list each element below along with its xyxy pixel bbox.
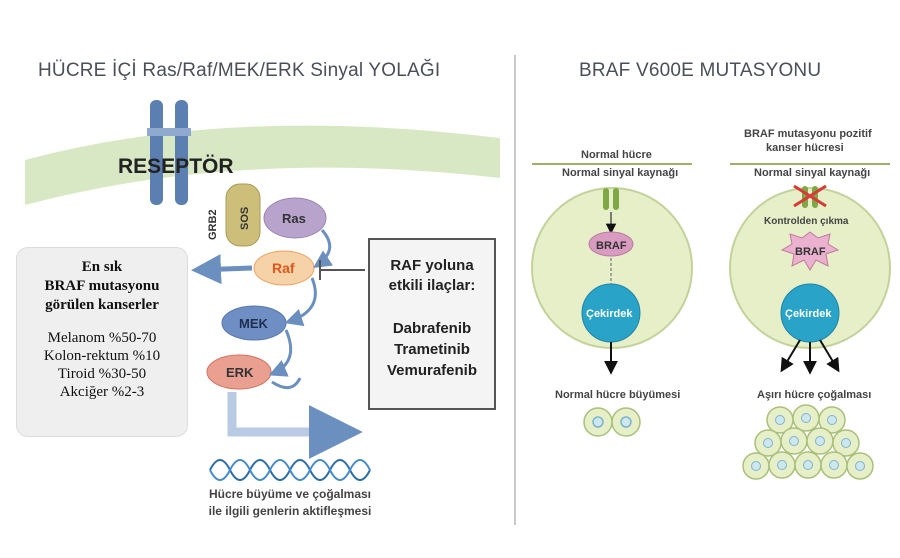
mek-label: MEK: [239, 316, 269, 331]
drug-name: Dabrafenib: [392, 320, 472, 337]
cancer-box-heading-line: BRAF mutasyonu: [44, 278, 160, 294]
cancer-item: Kolon-rektum %10: [43, 348, 161, 364]
ras-label: Ras: [282, 211, 306, 226]
normal-cell-header: Normal hücre: [581, 149, 652, 161]
mek-to-erk-arrow: [268, 329, 293, 377]
mutant-outcome-label: Aşırı hücre çoğalması: [757, 389, 871, 401]
mutant-daughter-nuclei: [751, 413, 865, 471]
cancer-item: Akciğer %2-3: [59, 384, 145, 400]
cell-membrane: [25, 125, 500, 205]
erk-label: ERK: [226, 365, 254, 380]
raf-label: Raf: [272, 260, 295, 276]
raf-to-cancer-arrow: [191, 254, 253, 285]
erk-to-dna-arrow: [227, 392, 363, 459]
cancer-box-heading-line: görülen kanserler: [45, 297, 159, 313]
control-loss-label: Kontrolden çıkma: [764, 216, 849, 227]
ras-protein: [263, 197, 327, 239]
cancer-item: Tiroid %30-50: [57, 366, 147, 382]
drug-name: Vemurafenib: [386, 362, 478, 379]
right-panel-title: BRAF V600E MUTASYONU: [579, 60, 822, 81]
mutant-signal-label: Normal sinyal kaynağı: [754, 167, 870, 179]
mutant-growth-arrows: [780, 339, 840, 375]
left-panel-title: HÜCRE İÇİ Ras/Raf/MEK/ERK Sinyal YOLAĞI: [38, 60, 441, 81]
raf-protein: [253, 250, 315, 286]
drug-box-heading-line: RAF yoluna: [390, 257, 474, 274]
normal-daughter-cells: [583, 407, 641, 437]
mutant-braf-label: BRAF: [795, 246, 826, 258]
caption-line: ile ilgili genlerin aktifleşmesi: [208, 504, 372, 518]
raf-to-mek-arrow: [284, 277, 317, 327]
normal-receptor-icon: [603, 188, 619, 210]
sos-protein: [225, 183, 261, 247]
grb2-label: GRB2: [207, 209, 219, 240]
ras-to-raf-arrow: [313, 228, 333, 268]
sos-label: SOS: [239, 207, 251, 230]
mutant-braf-protein: [780, 231, 840, 271]
drug-name: Trametinib: [394, 341, 470, 358]
panel-divider: [514, 55, 516, 525]
drug-box-heading-line: etkili ilaçlar:: [388, 277, 476, 294]
normal-nucleus-label: Çekirdek: [586, 308, 633, 320]
erk-return-arrow: [271, 377, 302, 390]
mutant-nucleus-label: Çekirdek: [785, 308, 832, 320]
signal-blocked-icon: [793, 184, 827, 208]
drug-box: RAF yoluna etkili ilaçlar: Dabrafenib Tr…: [368, 238, 496, 410]
normal-braf-protein: [588, 231, 634, 257]
normal-signal-label: Normal sinyal kaynağı: [562, 167, 678, 179]
normal-outcome-label: Normal hücre büyümesi: [555, 389, 680, 401]
cancer-item: Melanom %50-70: [47, 330, 157, 346]
cancer-types-box: En sık BRAF mutasyonu görülen kanserler …: [16, 247, 188, 437]
mutant-cell-header-2: kanser hücresi: [766, 142, 844, 154]
caption-line: Hücre büyüme ve çoğalması: [208, 487, 372, 501]
mutant-cell-header-1: BRAF mutasyonu pozitif: [744, 128, 872, 140]
receptor-left-pillar: [150, 100, 163, 205]
dna-helix-icon: [209, 459, 371, 481]
gene-activation-caption: Hücre büyüme ve çoğalması ile ilgili gen…: [160, 486, 420, 520]
cancer-box-heading-line: En sık: [81, 259, 123, 275]
receptor-label: RESEPTÖR: [118, 155, 234, 178]
receptor-right-pillar: [175, 100, 188, 205]
normal-braf-label: BRAF: [596, 240, 627, 252]
